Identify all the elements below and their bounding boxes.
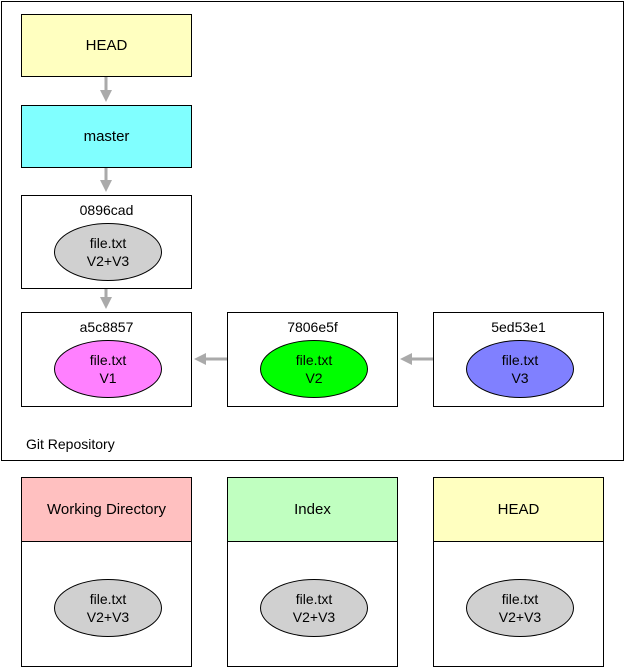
file-blob: file.txt V2+V3 <box>466 579 574 637</box>
blob-filename: file.txt <box>89 591 127 607</box>
commit-id: 5ed53e1 <box>491 319 546 335</box>
area-header: Working Directory <box>22 478 191 542</box>
blob-version: V1 <box>99 370 117 386</box>
head-ref-box: HEAD <box>21 14 192 77</box>
blob-filename: file.txt <box>295 591 333 607</box>
blob-version: V2+V3 <box>292 609 336 625</box>
working-directory-area: Working Directory file.txt V2+V3 <box>21 477 192 667</box>
arrow-head-to-master <box>100 77 112 102</box>
area-label: Working Directory <box>47 501 166 518</box>
file-blob: file.txt V2+V3 <box>54 579 162 637</box>
blob-version: V3 <box>511 370 529 386</box>
arrow-commit-to-parent <box>100 289 112 309</box>
area-header: Index <box>228 478 397 542</box>
master-branch-box: master <box>21 105 192 168</box>
blob-filename: file.txt <box>89 235 127 251</box>
commit-a5c8857-box: a5c8857 file.txt V1 <box>21 312 192 407</box>
arrow-5ed53e1-to-7806e5f <box>400 353 433 365</box>
blob-filename: file.txt <box>501 352 539 368</box>
area-header: HEAD <box>434 478 603 542</box>
commit-7806e5f-box: 7806e5f file.txt V2 <box>227 312 398 407</box>
blob-version: V2+V3 <box>498 609 542 625</box>
master-branch-label: master <box>83 128 130 145</box>
commit-5ed53e1-box: 5ed53e1 file.txt V3 <box>433 312 604 407</box>
blob-version: V2 <box>305 370 323 386</box>
index-area: Index file.txt V2+V3 <box>227 477 398 667</box>
arrow-master-to-commit <box>100 168 112 192</box>
file-blob: file.txt V2+V3 <box>54 223 162 281</box>
commit-0896cad-box: 0896cad file.txt V2+V3 <box>21 195 192 289</box>
file-blob: file.txt V2+V3 <box>260 579 368 637</box>
head-ref-label: HEAD <box>85 37 128 54</box>
blob-filename: file.txt <box>295 352 333 368</box>
commit-id: a5c8857 <box>79 319 134 335</box>
file-blob: file.txt V2 <box>260 340 368 398</box>
git-repository-label: Git Repository <box>26 436 115 452</box>
blob-filename: file.txt <box>89 352 127 368</box>
blob-filename: file.txt <box>501 591 539 607</box>
area-label: HEAD <box>497 501 540 518</box>
blob-version: V2+V3 <box>86 253 130 269</box>
file-blob: file.txt V1 <box>54 340 162 398</box>
area-label: Index <box>294 501 331 518</box>
blob-version: V2+V3 <box>86 609 130 625</box>
file-blob: file.txt V3 <box>466 340 574 398</box>
commit-id: 0896cad <box>79 202 134 218</box>
head-area: HEAD file.txt V2+V3 <box>433 477 604 667</box>
commit-id: 7806e5f <box>287 319 338 335</box>
arrow-7806e5f-to-a5c8857 <box>194 353 227 365</box>
